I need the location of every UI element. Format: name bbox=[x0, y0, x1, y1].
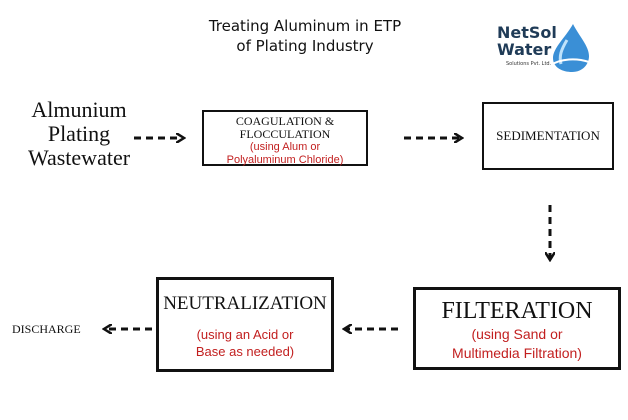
logo-text: NetSol Water bbox=[497, 24, 557, 58]
neutralization-note-2: Base as needed) bbox=[195, 344, 295, 359]
diagram-title: Treating Aluminum in ETP of Plating Indu… bbox=[180, 16, 430, 56]
netsol-logo: NetSol Water Solutions Pvt. Ltd. bbox=[497, 20, 597, 80]
source-line-1: Almunium bbox=[31, 97, 127, 122]
neutralization-title: NEUTRALIZATION bbox=[163, 293, 327, 314]
discharge-label: DISCHARGE bbox=[12, 322, 81, 336]
neutralization-note-1: (using an Acid or bbox=[196, 327, 294, 342]
coagulation-box: COAGULATION & FLOCCULATION (using Alum o… bbox=[202, 110, 368, 166]
filteration-title: FILTERATION bbox=[441, 298, 593, 324]
coagulation-note-2: Polyaluminum Chloride) bbox=[226, 154, 344, 166]
title-line-2: of Plating Industry bbox=[236, 37, 374, 55]
sedimentation-title: SEDIMENTATION bbox=[496, 128, 600, 143]
source-line-3: Wastewater bbox=[27, 145, 131, 170]
filteration-note-2: Multimedia Filtration) bbox=[452, 345, 582, 361]
water-drop-icon bbox=[548, 24, 590, 72]
coagulation-title-1: COAGULATION & bbox=[235, 114, 335, 128]
filteration-note-1: (using Sand or bbox=[471, 326, 563, 342]
sedimentation-box: SEDIMENTATION bbox=[482, 102, 614, 170]
logo-line-1: NetSol bbox=[497, 23, 557, 42]
filteration-box: FILTERATION (using Sand or Multimedia Fi… bbox=[413, 287, 621, 370]
source-wastewater-label: Almunium Plating Wastewater bbox=[14, 98, 144, 170]
coagulation-title-2: FLOCCULATION bbox=[239, 127, 331, 141]
neutralization-box: NEUTRALIZATION (using an Acid or Base as… bbox=[156, 277, 334, 372]
title-line-1: Treating Aluminum in ETP bbox=[208, 17, 402, 35]
coagulation-note-1: (using Alum or bbox=[249, 141, 321, 153]
logo-line-2: Water bbox=[497, 40, 552, 59]
logo-subtitle: Solutions Pvt. Ltd. bbox=[506, 61, 552, 67]
source-line-2: Plating bbox=[47, 121, 111, 146]
